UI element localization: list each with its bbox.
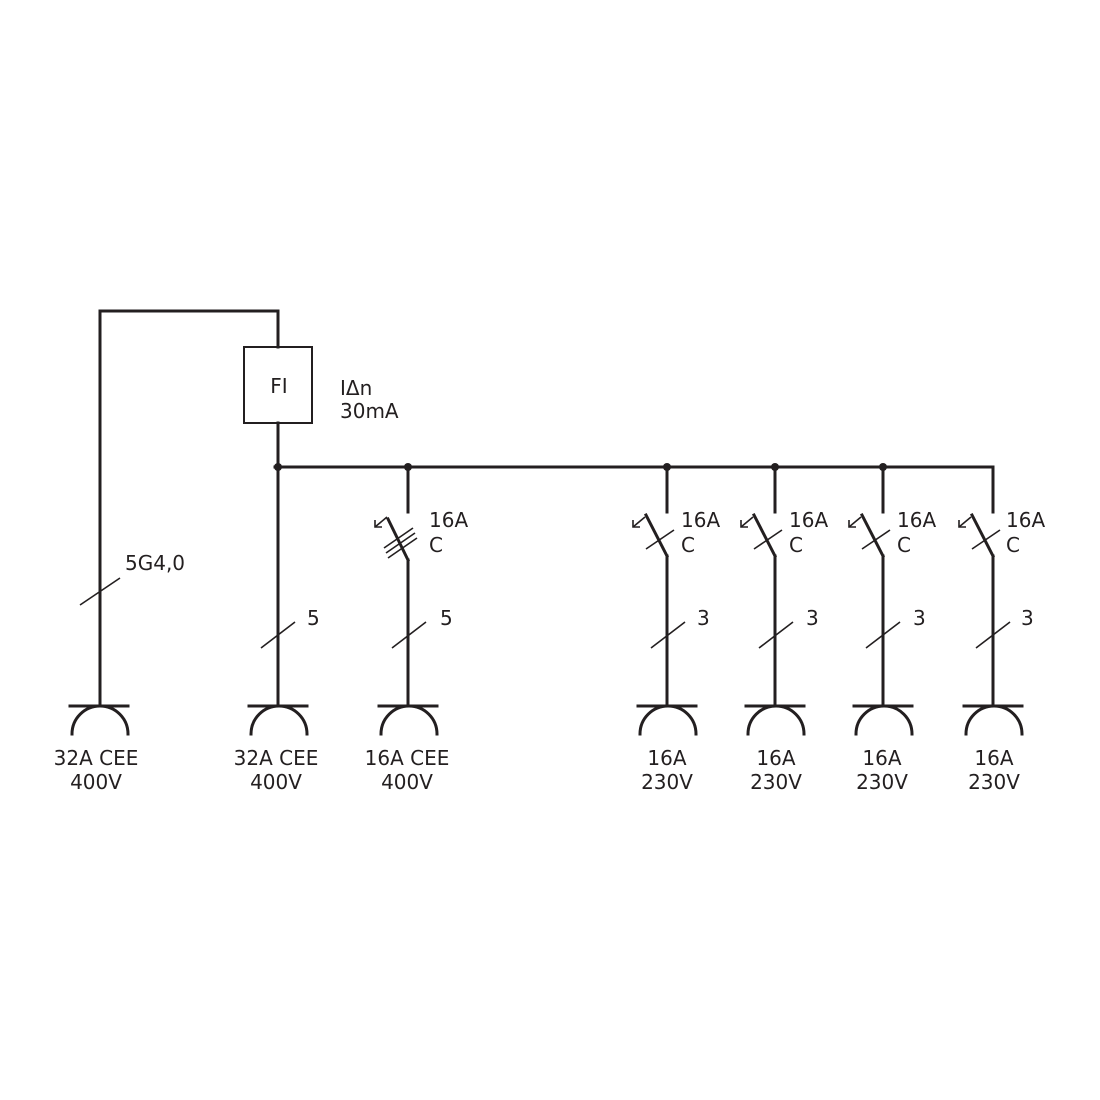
- conductor-count: 3: [806, 606, 819, 630]
- conductor-tick: [391, 621, 427, 649]
- breaker-trip-arrow: [374, 516, 388, 528]
- socket-outlet-icon: [68, 704, 130, 736]
- rcd-rating-line1: IΔn: [340, 376, 372, 400]
- breaker-current: 16A: [1006, 508, 1045, 532]
- breaker-curve: C: [429, 533, 443, 557]
- outlet-rating: 32A CEE: [54, 746, 139, 770]
- supply-cable-label: 5G4,0: [125, 551, 185, 575]
- breaker-pole-mark: [385, 532, 416, 554]
- breaker-current: 16A: [681, 508, 720, 532]
- outlet-rating: 32A CEE: [234, 746, 319, 770]
- conductor-count: 5: [307, 606, 320, 630]
- conductor-tick: [758, 621, 794, 649]
- breaker-pole-mark: [753, 529, 783, 550]
- breaker-blade: [859, 512, 886, 559]
- breaker-trip-arrowhead: [958, 520, 966, 528]
- outlet-voltage: 400V: [381, 770, 433, 794]
- breaker-curve: C: [789, 533, 803, 557]
- supply-cable-tick: [79, 577, 121, 606]
- conductor-tick: [865, 621, 901, 649]
- breaker-trip-arrowhead: [374, 520, 382, 528]
- outlet-voltage: 230V: [750, 770, 802, 794]
- breaker-current: 16A: [897, 508, 936, 532]
- outlet-rating: 16A: [756, 746, 795, 770]
- outlet-rating: 16A: [647, 746, 686, 770]
- breaker-pole-mark: [971, 529, 1001, 550]
- breaker-curve: C: [1006, 533, 1020, 557]
- breaker-current: 16A: [789, 508, 828, 532]
- outlet-voltage: 230V: [968, 770, 1020, 794]
- breaker-blade: [969, 512, 996, 559]
- rcd-label: FI: [270, 374, 287, 398]
- conductor-count: 3: [913, 606, 926, 630]
- socket-outlet-icon: [852, 704, 914, 736]
- conductor-count: 5: [440, 606, 453, 630]
- breaker-pole-mark: [645, 529, 675, 550]
- conductor-count: 3: [697, 606, 710, 630]
- socket-outlet-icon: [247, 704, 309, 736]
- conductor-tick: [260, 621, 296, 649]
- outlet-voltage: 230V: [856, 770, 908, 794]
- breaker-curve: C: [897, 533, 911, 557]
- breaker-trip-arrowhead: [632, 520, 640, 528]
- outlet-rating: 16A CEE: [365, 746, 450, 770]
- socket-outlet-icon: [744, 704, 806, 736]
- rcd-rating-line2: 30mA: [340, 399, 399, 423]
- outlet-rating: 16A: [862, 746, 901, 770]
- breaker-curve: C: [681, 533, 695, 557]
- breaker-trip-arrowhead: [740, 520, 748, 528]
- conductor-tick: [650, 621, 686, 649]
- breaker-blade: [643, 512, 670, 559]
- breaker-trip-arrow: [958, 516, 972, 528]
- breaker-blade: [385, 516, 411, 563]
- outlet-voltage: 400V: [250, 770, 302, 794]
- breaker-trip-arrow: [848, 516, 862, 528]
- breaker-trip-arrowhead: [848, 520, 856, 528]
- breaker-pole-mark: [383, 527, 414, 549]
- breaker-trip-arrow: [740, 516, 754, 528]
- breaker-current: 16A: [429, 508, 468, 532]
- breaker-blade: [751, 512, 778, 559]
- outlet-voltage: 400V: [70, 770, 122, 794]
- socket-outlet-icon: [377, 704, 439, 736]
- conductor-count: 3: [1021, 606, 1034, 630]
- socket-outlet-icon: [636, 704, 698, 736]
- breaker-pole-mark: [387, 537, 418, 559]
- breaker-trip-arrow: [632, 516, 646, 528]
- breaker-pole-mark: [861, 529, 891, 550]
- supply-wire: [98, 309, 280, 707]
- conductor-tick: [975, 621, 1011, 649]
- socket-outlet-icon: [962, 704, 1024, 736]
- outlet-rating: 16A: [974, 746, 1013, 770]
- outlet-voltage: 230V: [641, 770, 693, 794]
